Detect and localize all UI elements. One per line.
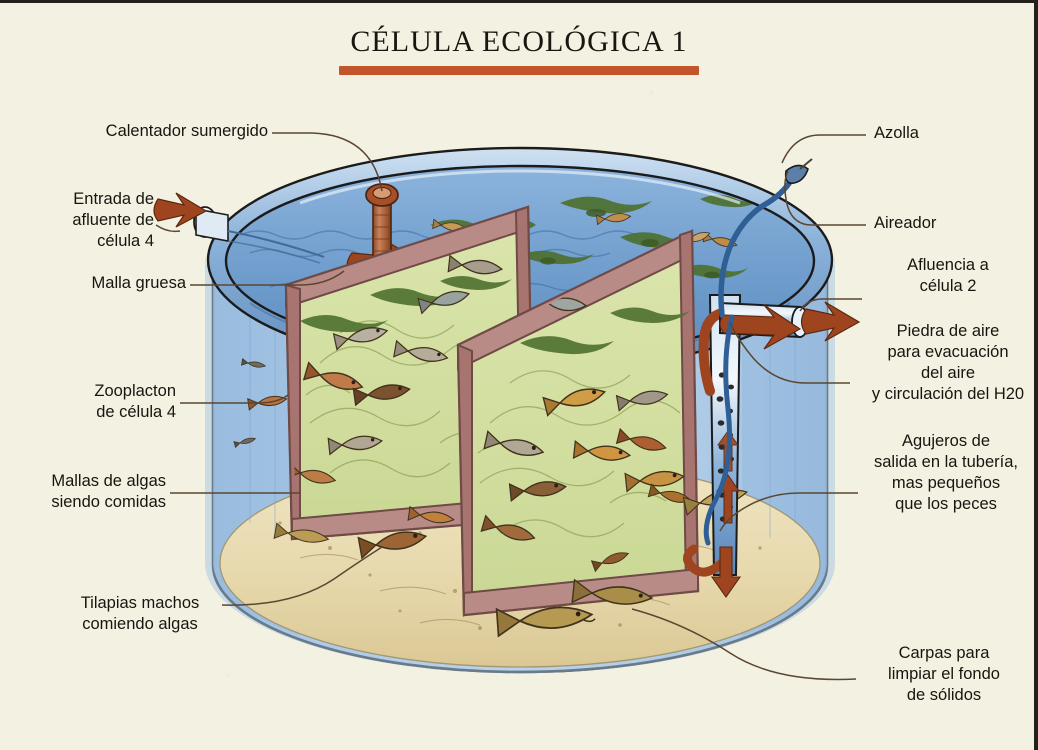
tilapia-bottom-left [357,531,428,560]
leader-malla-gruesa [190,270,345,286]
leader-carpas [631,608,857,681]
leader-entrada [155,224,181,233]
label-mallas-de-algas: Mallas de algas siendo comidas [51,472,166,511]
algae-mat-left-contents [290,254,512,484]
label-carpas: Carpas para limpiar el fondo de sólidos [888,644,1000,704]
tilapia-mid [407,505,455,524]
page-title: CÉLULA ECOLÓGICA 1 [0,25,1034,75]
free-swimming-fish [233,358,748,638]
outflow-pipe-assembly [698,301,861,396]
label-tilapias-machos: Tilapias machos comiendo algas [80,594,200,633]
tank-illustration [153,132,866,681]
inflow-stream [227,230,325,258]
outflow-arrow-inner [719,304,802,350]
title-text: CÉLULA ECOLÓGICA 1 [350,25,688,58]
air-hose-lower [703,314,735,546]
carp-left [273,522,330,543]
leader-aireador [784,170,866,226]
mat-top-algae-right [520,307,690,355]
leader-lines [155,132,866,681]
outflow-arrow-outer [800,301,861,342]
air-hose [718,176,795,318]
label-calentador-sumergido: Calentador sumergido [105,122,268,140]
fish-right-panel [480,293,669,541]
leader-calentador [272,132,383,192]
label-afluencia-celula-2: Afluencia a célula 2 [907,256,989,295]
label-azolla: Azolla [874,124,919,142]
label-entrada-afluente: Entrada de afluente de célula 4 [72,190,154,250]
rim-highlight [299,169,741,205]
leader-tilapias [221,546,383,606]
inflow-arrow-outer [153,192,208,228]
label-agujeros-salida: Agujeros de salida en la tubería, mas pe… [873,432,1018,513]
zooplankton-speck [241,358,267,368]
algae-mat-right-contents [477,293,690,541]
leader-afluencia [799,298,862,312]
air-hose-assembly [703,158,813,546]
leader-piedra-aire [729,322,850,384]
tilapia-small [590,552,630,573]
label-aireador: Aireador [874,214,937,232]
algae-mat-panel-right [456,229,700,617]
title-underline-rule [339,66,699,75]
outflow-elbow [698,308,727,396]
aerator [784,164,809,185]
zooplankton-speck-2 [233,437,257,449]
air-stone-arrow [710,546,742,598]
leader-agujeros [719,492,858,532]
leader-zooplacton [180,394,289,404]
carp-bottom-center [495,606,596,638]
carp-bottom-right [571,578,654,605]
leader-azolla [781,134,866,164]
label-malla-gruesa: Malla gruesa [91,274,186,292]
aerator-stem [799,158,813,170]
label-piedra-de-aire: Piedra de aire para evacuación del aire … [871,322,1025,403]
label-zooplacton: Zooplacton de célula 4 [94,382,176,421]
inflow-stream-2 [227,240,321,264]
tilapia-right [624,470,685,493]
air-stone-hook [683,544,727,577]
